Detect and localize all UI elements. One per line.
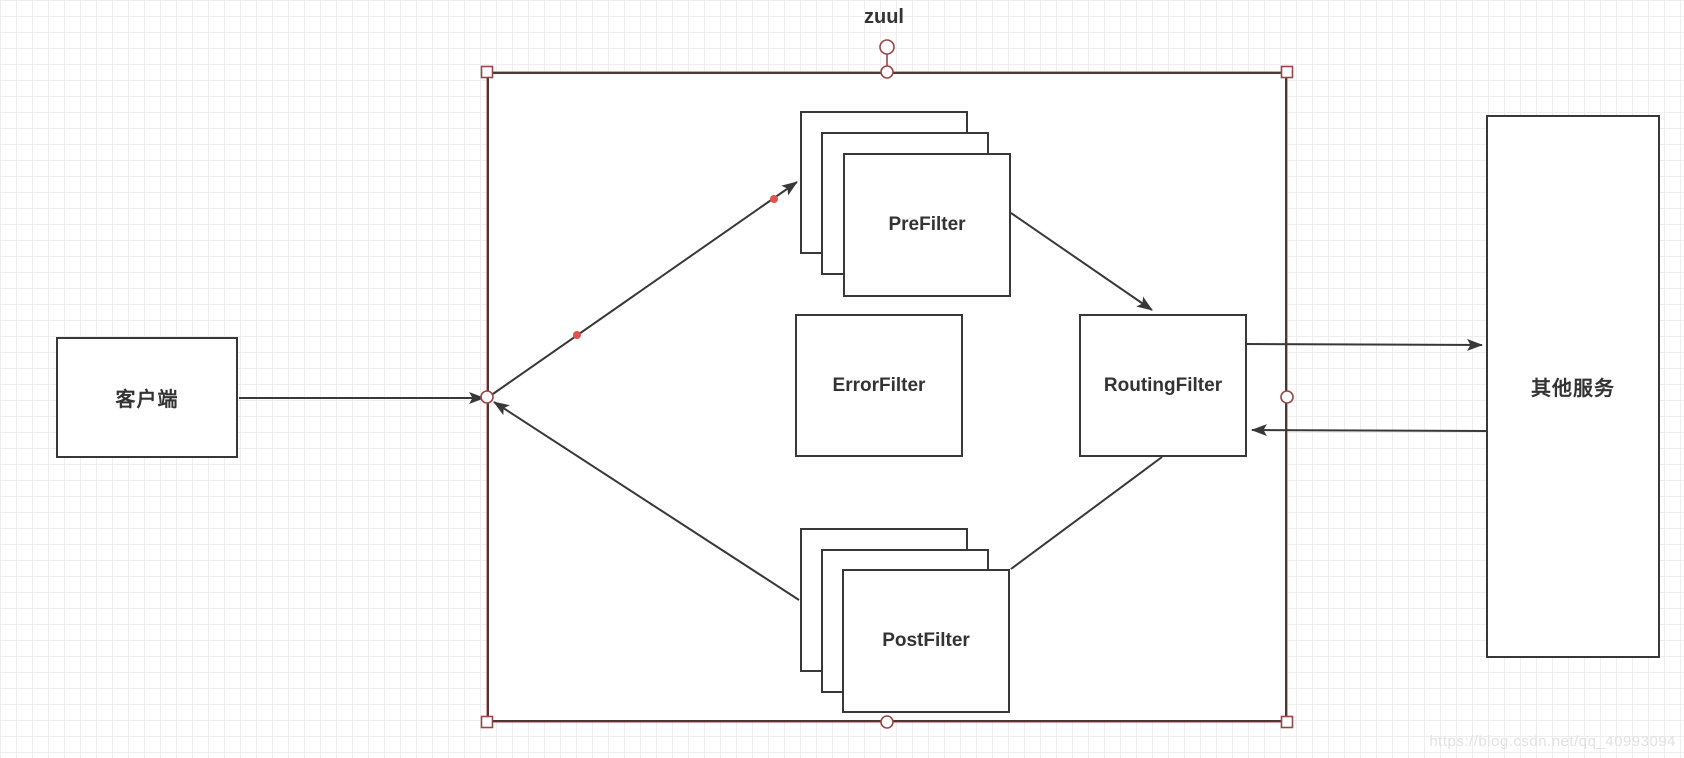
waypoint-dot bbox=[573, 331, 581, 339]
error-filter-node[interactable]: ErrorFilter bbox=[795, 314, 963, 457]
resize-handle-middle-left[interactable] bbox=[480, 390, 494, 404]
edge-routingfilter-to-postfilter[interactable] bbox=[1010, 456, 1163, 570]
pre-filter-label: PreFilter bbox=[888, 214, 966, 235]
other-services-label: 其他服务 bbox=[1531, 378, 1615, 400]
resize-handle-bottom-right[interactable] bbox=[1280, 715, 1294, 729]
edge-postfilter-to-zuul-entry[interactable] bbox=[493, 401, 800, 601]
post-filter-node[interactable]: PostFilter bbox=[842, 569, 1010, 713]
edge-zuul-entry-to-prefilter[interactable] bbox=[489, 181, 798, 397]
client-node[interactable]: 客户端 bbox=[56, 337, 238, 458]
post-filter-label: PostFilter bbox=[882, 630, 970, 651]
waypoint-dot bbox=[770, 195, 778, 203]
edge-prefilter-to-routingfilter[interactable] bbox=[1010, 212, 1153, 311]
rotation-handle[interactable] bbox=[879, 39, 895, 55]
routing-filter-node[interactable]: RoutingFilter bbox=[1079, 314, 1247, 457]
watermark-text: https://blog.csdn.net/qq_40993094 bbox=[1429, 733, 1676, 750]
resize-handle-middle-right[interactable] bbox=[1280, 390, 1294, 404]
edge-waypoint-dots[interactable] bbox=[573, 195, 778, 339]
routing-filter-label: RoutingFilter bbox=[1103, 374, 1223, 396]
resize-handle-top-right[interactable] bbox=[1280, 65, 1294, 79]
edge-routingfilter-to-other-services[interactable] bbox=[1246, 338, 1483, 351]
resize-handle-top-middle[interactable] bbox=[880, 65, 894, 79]
resize-handle-top-left[interactable] bbox=[480, 65, 494, 79]
pre-filter-node[interactable]: PreFilter bbox=[843, 153, 1011, 297]
edge-other-services-to-routingfilter[interactable] bbox=[1251, 424, 1487, 437]
resize-handle-bottom-middle[interactable] bbox=[880, 715, 894, 729]
error-filter-label: ErrorFilter bbox=[832, 374, 926, 396]
other-services-node[interactable]: 其他服务 bbox=[1486, 115, 1660, 658]
resize-handle-bottom-left[interactable] bbox=[480, 715, 494, 729]
client-node-label: 客户端 bbox=[115, 389, 179, 411]
zuul-container-label: zuul bbox=[864, 6, 904, 28]
